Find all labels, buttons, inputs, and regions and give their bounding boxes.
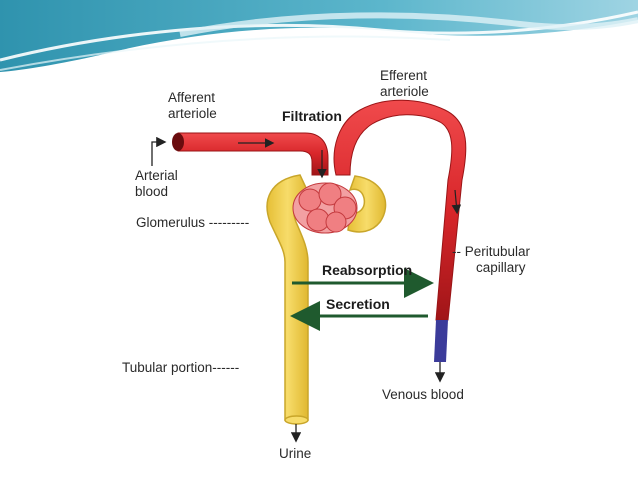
reabsorption-label: Reabsorption: [322, 262, 413, 278]
glomerulus-cluster: [292, 150, 358, 234]
secretion-label: Secretion: [326, 296, 390, 312]
efferent-line-1: Efferent: [380, 68, 428, 83]
peritubular-line-1: -- Peritubular: [452, 244, 531, 259]
efferent-arteriole-label: Efferent arteriole: [380, 68, 429, 100]
afferent-arteriole-label: Afferent arteriole: [168, 90, 217, 122]
filtration-label: Filtration: [282, 108, 342, 124]
peritubular-line-2: capillary: [476, 260, 526, 275]
tubule: [266, 174, 387, 425]
header-wave-decoration: [0, 0, 638, 72]
arterial-line-2: blood: [135, 184, 169, 199]
afferent-line-2: arteriole: [168, 106, 217, 121]
peritubular-capillary-label: -- Peritubular capillary: [452, 244, 530, 276]
tubular-portion-label: Tubular portion------: [122, 360, 240, 375]
venous-blood-label: Venous blood: [382, 387, 464, 402]
arterial-blood-pointer: [151, 136, 167, 166]
arterial-line-1: Arterial: [135, 168, 178, 183]
efferent-arteriole-vessel: [333, 99, 467, 362]
arterial-blood-label: Arterial blood: [135, 168, 178, 200]
efferent-line-2: arteriole: [380, 84, 429, 99]
afferent-line-1: Afferent: [168, 90, 216, 105]
glomerulus-label: Glomerulus ---------: [136, 215, 250, 230]
urine-label: Urine: [279, 446, 312, 461]
diagram-panel: [105, 55, 560, 475]
afferent-arteriole-vessel: [172, 132, 329, 176]
